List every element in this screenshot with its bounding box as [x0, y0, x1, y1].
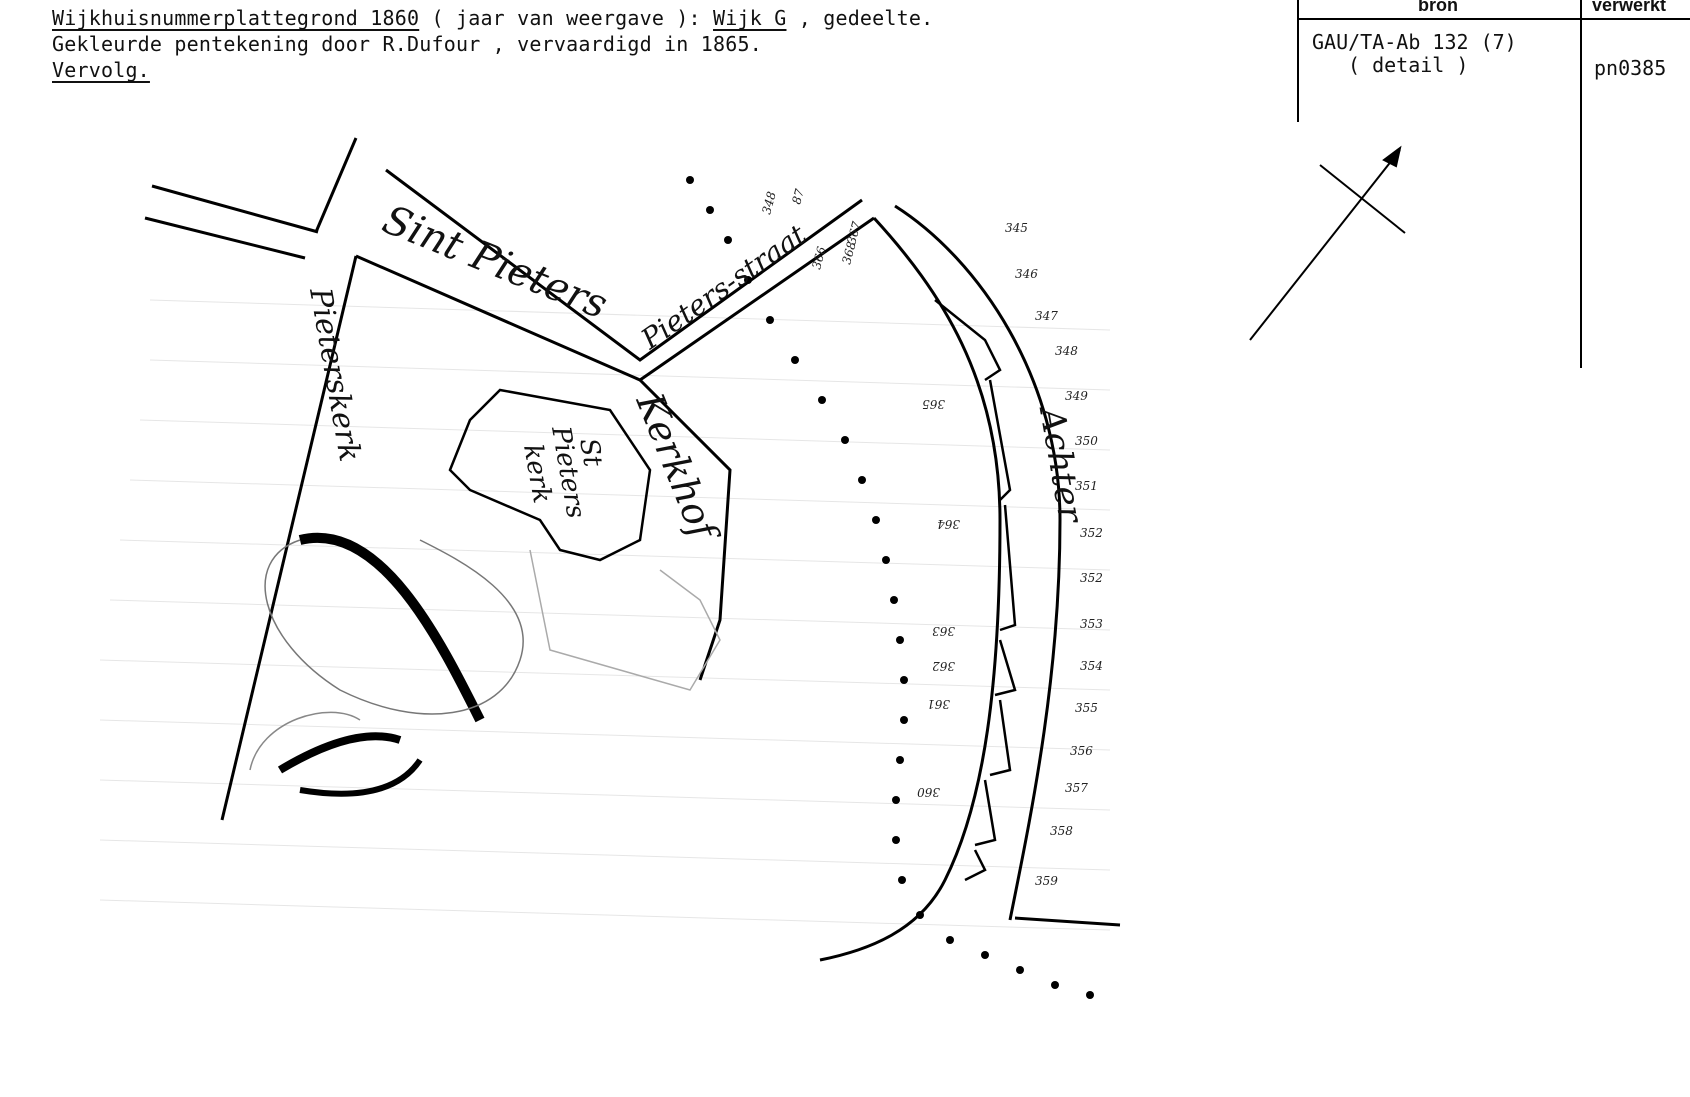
house-number: 354: [1080, 659, 1103, 673]
church-annex: [529, 549, 721, 691]
house-number: 355: [1075, 701, 1098, 715]
street-edge: [314, 137, 358, 233]
north-arrow-icon: [1249, 145, 1406, 341]
column-header-processed: verwerkt: [1592, 0, 1667, 15]
title-year-note: ( jaar van weergave ):: [419, 6, 714, 30]
street-outlines: [144, 137, 1121, 962]
processed-id: pn0385: [1594, 56, 1667, 80]
house-number: 363: [932, 624, 955, 638]
map-title-line: Wijkhuisnummerplattegrond 1860 ( jaar va…: [52, 6, 933, 30]
source-detail-note: ( detail ): [1348, 53, 1469, 77]
canal-wall: [819, 216, 1002, 962]
ruled-paper-lines: [99, 299, 1111, 931]
table-column-divider: [1580, 0, 1582, 368]
building-row: [934, 299, 1017, 882]
house-number: 87: [789, 187, 807, 206]
house-number: 349: [1065, 389, 1088, 403]
church-label-st: St: [573, 436, 608, 470]
canal-wall: [894, 204, 1062, 921]
house-number: 360: [917, 785, 940, 799]
map-description: Gekleurde pentekening door R.Dufour , ve…: [52, 32, 762, 56]
source-reference: GAU/TA-Ab 132 (7): [1312, 30, 1517, 54]
house-number: 366: [809, 245, 829, 271]
house-number: 351: [1075, 479, 1098, 493]
map-title: Wijkhuisnummerplattegrond 1860: [52, 6, 420, 30]
house-number: 358: [1050, 824, 1073, 838]
church-building: [448, 388, 652, 562]
house-number: 347: [1035, 309, 1058, 323]
house-number: 367: [844, 220, 864, 246]
street-edge: [638, 378, 732, 681]
house-numbers-inner: 365 364 363 362 361 360: [917, 397, 960, 799]
house-number: 365: [922, 397, 945, 411]
street-edge: [385, 168, 863, 362]
column-header-source: bron: [1418, 0, 1458, 15]
street-edge: [151, 184, 319, 234]
street-edge: [220, 255, 358, 821]
house-number: 352: [1080, 526, 1103, 540]
dotted-boundary: [686, 176, 1094, 999]
table-left-border: [1297, 0, 1299, 122]
garden-ornament: [249, 532, 524, 797]
district-suffix: , gedeelte.: [786, 6, 934, 30]
house-number: 353: [1080, 617, 1103, 631]
house-number: 348: [1055, 344, 1078, 358]
house-number: 346: [1015, 267, 1038, 281]
house-number: 352: [1080, 571, 1103, 585]
house-number: 362: [932, 659, 955, 673]
house-number: 364: [937, 517, 960, 531]
house-number: 350: [1075, 434, 1098, 448]
street-edge: [1014, 916, 1121, 927]
street-label-pieters-straat: Pieters-straat: [634, 218, 812, 357]
house-numbers-right: 345 346 347 348 349 350 351 352 352 353 354 355 356 3…: [1005, 221, 1103, 888]
house-number: 361: [927, 697, 950, 711]
continuation-label: Vervolg.: [52, 58, 150, 82]
house-number: 348: [759, 190, 779, 216]
house-number: 356: [1070, 744, 1093, 758]
house-number: 359: [1035, 874, 1058, 888]
district-label: Wijk G: [713, 6, 787, 30]
table-header-rule: [1297, 18, 1690, 20]
street-edge: [144, 216, 306, 260]
house-number: 368: [839, 240, 859, 266]
house-number: 357: [1065, 781, 1088, 795]
house-number: 345: [1005, 221, 1028, 235]
